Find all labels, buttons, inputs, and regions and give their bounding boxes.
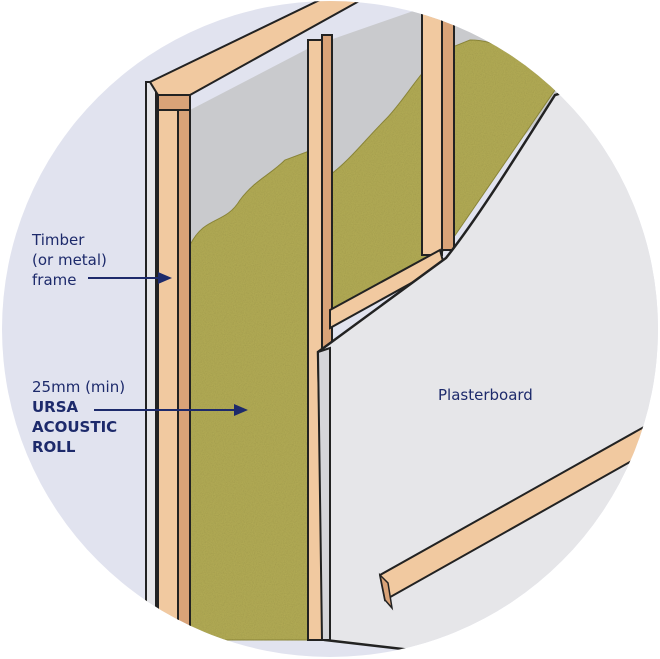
frame-label: Timber (or metal) frame bbox=[32, 230, 107, 290]
stud-left bbox=[157, 94, 179, 657]
stud-left-side bbox=[177, 94, 191, 657]
insulation-label: 25mm (min) URSA ACOUSTIC ROLL bbox=[32, 377, 125, 457]
insulation-thickness: 25mm (min) bbox=[32, 378, 126, 396]
stud-right-side bbox=[441, 1, 455, 251]
stud-right bbox=[421, 1, 443, 256]
frame-label-line3: frame bbox=[32, 271, 77, 289]
plasterboard-back-edge bbox=[145, 81, 157, 657]
frame-label-line1: Timber bbox=[32, 231, 85, 249]
frame-arrowhead bbox=[158, 272, 172, 284]
top-plate bbox=[148, 1, 374, 96]
insulation-product-line1: URSA bbox=[32, 398, 79, 416]
insulation-arrowhead bbox=[234, 404, 248, 416]
top-plate-end bbox=[157, 94, 191, 111]
plasterboard-label: Plasterboard bbox=[438, 386, 533, 404]
insulation-left bbox=[189, 149, 313, 641]
insulation-product-line2: ACOUSTIC bbox=[32, 418, 118, 436]
timber-batten-end bbox=[378, 572, 394, 611]
frame-label-line2: (or metal) bbox=[32, 251, 107, 269]
plasterboard-edge bbox=[316, 346, 331, 641]
insulation-product-line3: ROLL bbox=[32, 438, 76, 456]
